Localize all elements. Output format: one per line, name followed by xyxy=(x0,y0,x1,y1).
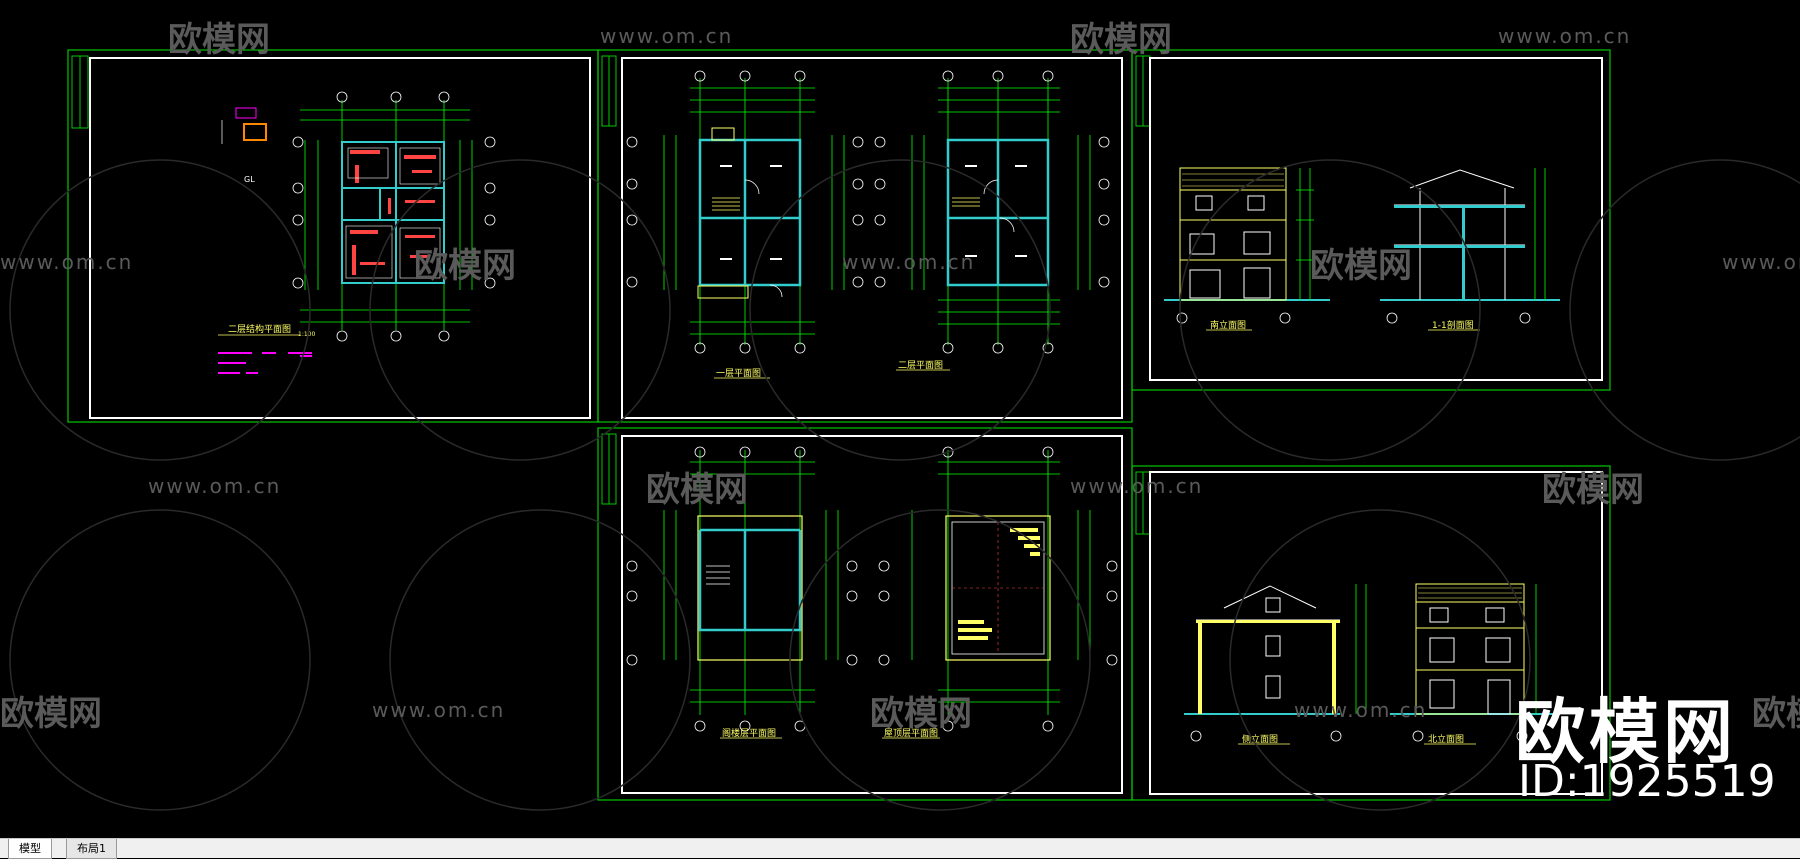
sheet1-structural-plan: GL 二层结构平面图 1:100 xyxy=(218,91,496,374)
sheet5-elevations: 侧立面图 北立面图 xyxy=(1184,583,1560,745)
sheet-borders xyxy=(89,57,1603,795)
sheet3-south-elevation-title: 南立面图 xyxy=(1210,319,1246,331)
cad-drawing-canvas: GL 二层结构平面图 1:100 xyxy=(9,49,1800,811)
watermark-arcs xyxy=(9,159,1800,811)
sheet2-second-floor-title: 二层平面图 xyxy=(898,360,943,371)
sheet4-attic-plan-title: 阁楼层平面图 xyxy=(722,727,776,739)
tab-model[interactable]: 模型 xyxy=(8,839,52,859)
model-id-label: ID:1925519 xyxy=(1518,756,1776,807)
model-space-viewport[interactable]: GL 二层结构平面图 1:100 xyxy=(0,0,1800,838)
outer-frames xyxy=(67,49,1611,801)
sheet4-roof-plan-title: 屋顶层平面图 xyxy=(884,728,938,739)
sheet2-first-floor-title: 一层平面图 xyxy=(716,368,761,379)
brand-logo: 欧模网 xyxy=(1515,691,1737,773)
sheet4-attic-roof-plans: 阁楼层平面图 屋顶层平面图 xyxy=(626,446,1118,739)
sheet1-gl-label: GL xyxy=(244,175,255,184)
sheet5-north-elevation-title: 北立面图 xyxy=(1428,733,1464,745)
sheet1-title: 二层结构平面图 xyxy=(228,323,291,335)
sheet2-floor-plans: 一层平面图 二层平面图 xyxy=(626,70,1110,379)
layout-tab-bar: 模型 布局1 xyxy=(0,838,1800,859)
sheet1-scale: 1:100 xyxy=(298,331,315,338)
sheet3-elevation-section: 南立面图 1-1剖面图 xyxy=(1164,167,1560,331)
tab-layout1[interactable]: 布局1 xyxy=(66,839,117,859)
sheet3-section-title: 1-1剖面图 xyxy=(1432,319,1474,331)
sheet5-side-elevation-title: 侧立面图 xyxy=(1242,733,1278,745)
